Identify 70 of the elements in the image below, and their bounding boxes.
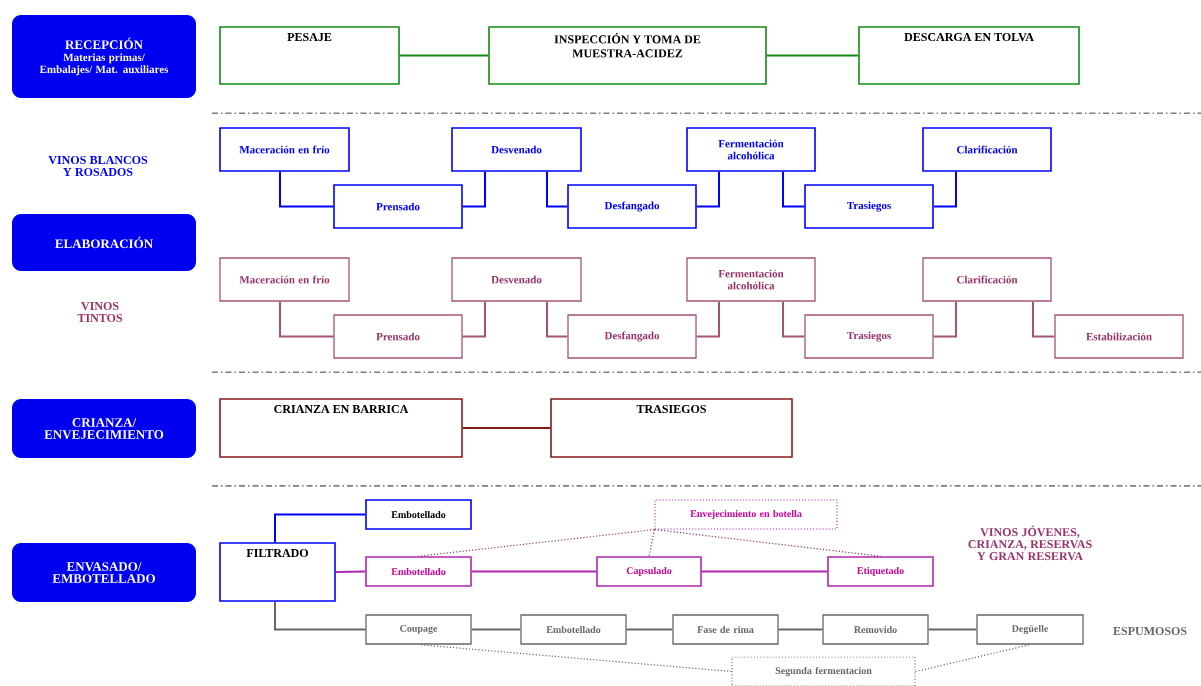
header-box: ELABORACIÓN [12,214,196,271]
connector-line [782,170,806,208]
connector-line [914,644,1031,673]
header-box: CRIANZA/ ENVEJECIMIENTO [12,399,196,458]
process-box: Degüelle [976,614,1084,645]
note-box: Segunda fermentacion [731,656,916,686]
connector-line [417,528,656,557]
connector-line [461,300,486,338]
process-box: PESAJE [219,26,400,85]
process-box: Clarificación [922,127,1052,172]
connector-line [927,628,978,631]
process-box: Etiquetado [827,556,934,587]
note-box: Envejecimiento en botella [654,499,838,530]
process-box: Fermentación alcohólica [686,127,816,172]
connector-line [653,528,882,557]
connector-line [695,170,720,208]
connector-line [932,300,957,338]
process-box: Prensado [333,184,463,229]
process-box: Trasiegos [804,314,934,359]
connector-line [782,300,806,338]
process-box: Coupage [365,614,472,645]
process-box: Embotellado [365,499,472,530]
group-label: VINOS JÓVENES, CRIANZA, RESERVAS Y GRAN RESERVA [968,525,1092,561]
connector-line [279,170,335,208]
process-box: CRIANZA EN BARRICA [219,398,463,458]
connector-line [470,628,522,631]
connector-line [695,300,720,338]
connector-line [546,300,569,338]
process-box: Estabilización [1054,314,1184,359]
connector-line [932,170,957,208]
connector-line [625,628,674,631]
process-box: INSPECCIÓN Y TOMA DE MUESTRA-ACIDEZ [488,26,767,85]
process-box: Maceración en frío [219,257,350,302]
connector-line [765,54,860,57]
connector-line [334,570,367,573]
connector-line [417,644,733,673]
connector-line [274,600,367,631]
process-box: Maceración en frío [219,127,350,172]
connector-line [279,300,335,338]
connector-line [648,528,656,557]
process-box: Clarificación [922,257,1052,302]
process-box: Desfangado [567,184,697,229]
process-box: Fase de rima [672,614,779,645]
process-box: Trasiegos [804,184,934,229]
process-box: Removido [822,614,929,645]
process-box: FILTRADO [219,542,336,602]
connector-line [398,54,490,57]
process-box: Embotellado [365,556,472,587]
process-box: Desfangado [567,314,697,359]
connector-line [461,427,552,429]
connector-line [470,570,598,573]
connector-line [1032,300,1056,338]
connector-line [546,170,569,208]
process-box: Fermentación alcohólica [686,257,816,302]
connector-line [777,628,824,631]
process-box: Embotellado [520,614,627,645]
header-box: ENVASADO/ EMBOTELLADO [12,543,196,602]
process-box: TRASIEGOS [550,398,793,458]
connector-line [274,513,367,544]
process-box: Prensado [333,314,463,359]
connector-line [700,570,829,573]
process-box: Desvenado [451,257,582,302]
connector-line [461,170,486,208]
process-box: DESCARGA EN TOLVA [858,26,1080,85]
process-box: Capsulado [596,556,702,587]
group-label: VINOS BLANCOS Y ROSADOS [48,155,148,177]
process-box: Desvenado [451,127,582,172]
group-label: VINOS TINTOS [77,301,123,323]
group-label: ESPUMOSOS [1113,626,1187,636]
header-box: RECEPCIÓN Materias primas/ Embalajes/ Mat. auxiliares [12,15,196,98]
